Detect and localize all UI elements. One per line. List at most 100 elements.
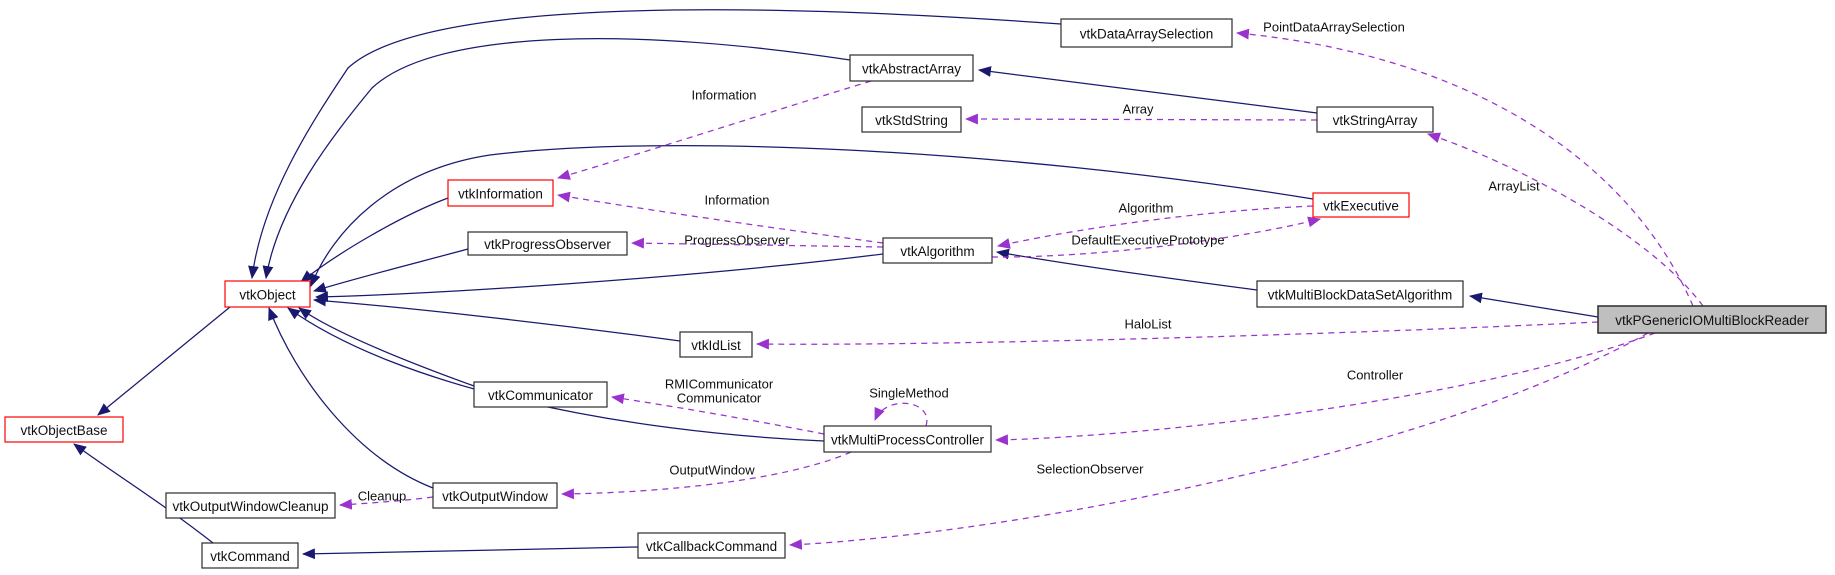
edge-MPC-OBJ	[287, 307, 825, 442]
edge-MPC-COM	[610, 393, 825, 435]
node-label: vtkStdString	[875, 113, 948, 128]
node-box	[201, 542, 299, 569]
node-label: vtkMultiProcessController	[831, 433, 985, 448]
node-box	[473, 381, 608, 408]
edge-MPC-MPC	[874, 402, 928, 427]
node-box	[4, 416, 124, 443]
node-label: vtkAlgorithm	[900, 244, 974, 259]
node-box	[882, 237, 993, 264]
node-box	[1316, 106, 1434, 133]
node-label: vtkOutputWindowCleanup	[172, 499, 328, 514]
edge-INF-OBJ	[300, 197, 449, 283]
node-label: vtkOutputWindow	[442, 489, 548, 504]
node-vtkMultiProcessController[interactable]: vtkMultiProcessController	[823, 425, 992, 453]
node-vtkStringArray[interactable]: vtkStringArray	[1316, 106, 1434, 133]
edge-label-Algorithm: Algorithm	[1119, 201, 1174, 216]
edge-label-Controller: Controller	[1347, 368, 1404, 383]
node-vtkCommand[interactable]: vtkCommand	[201, 542, 299, 569]
node-box	[1256, 280, 1464, 308]
node-label: vtkStringArray	[1333, 113, 1418, 128]
edge-OW-OBJ	[268, 306, 434, 489]
edge-label-Array: Array	[1122, 102, 1154, 117]
edge-label-HaloList: HaloList	[1125, 317, 1172, 332]
edge-IDL-OBJ	[312, 295, 681, 342]
node-box	[823, 425, 992, 453]
edge-AA-OBJ	[262, 38, 851, 280]
edge-ALG-OBJ	[314, 253, 884, 303]
edge-label-OutputWindow: OutputWindow	[669, 463, 755, 478]
node-box	[679, 331, 753, 358]
node-vtkCommunicator[interactable]: vtkCommunicator	[473, 381, 608, 408]
node-label: vtkCallbackCommand	[646, 539, 777, 554]
node-vtkStdString[interactable]: vtkStdString	[861, 106, 962, 133]
edge-SA-AA	[977, 66, 1318, 114]
edge-MAIN-SA	[1426, 132, 1704, 307]
node-label: vtkIdList	[691, 338, 741, 353]
node-box	[1597, 305, 1827, 334]
edge-MAIN-CBC	[788, 332, 1649, 550]
node-box	[861, 106, 962, 133]
node-vtkCallbackCommand[interactable]: vtkCallbackCommand	[637, 532, 786, 559]
node-box	[849, 54, 974, 82]
node-box	[165, 492, 336, 519]
edge-label-DefaultExecutivePrototype: DefaultExecutivePrototype	[1071, 233, 1224, 248]
edges-layer	[73, 9, 1704, 560]
edge-MPC-OW	[560, 451, 852, 500]
edge-label-PointDataArraySelection: PointDataArraySelection	[1263, 20, 1405, 35]
edge-label-RMICommunicator: RMICommunicator	[665, 377, 774, 392]
edge-SA-SS	[964, 113, 1318, 125]
node-label: vtkProgressObserver	[484, 237, 611, 252]
node-vtkAlgorithm[interactable]: vtkAlgorithm	[882, 237, 993, 264]
node-label: vtkAbstractArray	[862, 62, 961, 77]
node-box	[432, 482, 558, 509]
edge-OBJ-OB	[97, 306, 231, 416]
node-vtkIdList[interactable]: vtkIdList	[679, 331, 753, 358]
node-vtkOutputWindowCleanup[interactable]: vtkOutputWindowCleanup	[165, 492, 336, 519]
node-label: vtkPGenericIOMultiBlockReader	[1615, 313, 1809, 328]
node-label: vtkMultiBlockDataSetAlgorithm	[1268, 288, 1453, 303]
node-box	[1060, 18, 1233, 48]
node-label: vtkDataArraySelection	[1080, 27, 1214, 42]
node-label: vtkObjectBase	[20, 423, 107, 438]
node-box	[467, 231, 628, 256]
edge-label-Information: Information	[704, 193, 769, 208]
node-vtkOutputWindow[interactable]: vtkOutputWindow	[432, 482, 558, 509]
node-label: vtkObject	[239, 288, 296, 303]
node-box	[1312, 192, 1410, 218]
node-box	[637, 532, 786, 559]
node-vtkProgressObserver[interactable]: vtkProgressObserver	[467, 231, 628, 256]
edge-AA-INF	[556, 80, 872, 180]
node-vtkMultiBlockDataSetAlgorithm[interactable]: vtkMultiBlockDataSetAlgorithm	[1256, 280, 1464, 308]
node-vtkExecutive[interactable]: vtkExecutive	[1312, 192, 1410, 218]
edge-MAIN-MBA	[1468, 292, 1599, 318]
edge-label-Cleanup: Cleanup	[358, 489, 406, 504]
edge-ALG-EXE	[991, 216, 1322, 258]
node-vtkAbstractArray[interactable]: vtkAbstractArray	[849, 54, 974, 82]
edge-EXE-ALG	[996, 205, 1314, 249]
edge-label-SingleMethod: SingleMethod	[869, 386, 949, 401]
edge-label-ProgressObserver: ProgressObserver	[684, 233, 790, 248]
edge-MAIN-MPC	[994, 332, 1656, 446]
node-box	[447, 179, 554, 207]
edge-DAS-OBJ	[248, 9, 1062, 280]
edge-CBC-CMD	[301, 546, 639, 560]
edge-ALG-PO	[630, 237, 884, 249]
node-vtkObject[interactable]: vtkObject	[224, 280, 311, 308]
node-vtkPGenericIOMultiBlockReader: vtkPGenericIOMultiBlockReader	[1597, 305, 1827, 334]
node-vtkDataArraySelection[interactable]: vtkDataArraySelection	[1060, 18, 1233, 48]
edge-label-Communicator: Communicator	[677, 391, 762, 406]
node-vtkObjectBase[interactable]: vtkObjectBase	[4, 416, 124, 443]
node-label: vtkExecutive	[1323, 199, 1399, 214]
node-label: vtkInformation	[458, 187, 543, 202]
nodes-layer: vtkDataArraySelection vtkAbstractArray vtk…	[4, 18, 1827, 569]
node-label: vtkCommand	[210, 549, 290, 564]
edge-label-ArrayList: ArrayList	[1488, 179, 1540, 194]
edge-label-Information: Information	[691, 88, 756, 103]
node-box	[224, 280, 311, 308]
edge-CMD-OB	[73, 443, 214, 544]
node-vtkInformation[interactable]: vtkInformation	[447, 179, 554, 207]
edge-EXE-OBJ	[310, 144, 1314, 288]
edge-labels-layer: PointDataArraySelectionArrayListArrayInf…	[358, 20, 1540, 504]
edge-OW-OWC	[338, 496, 434, 510]
